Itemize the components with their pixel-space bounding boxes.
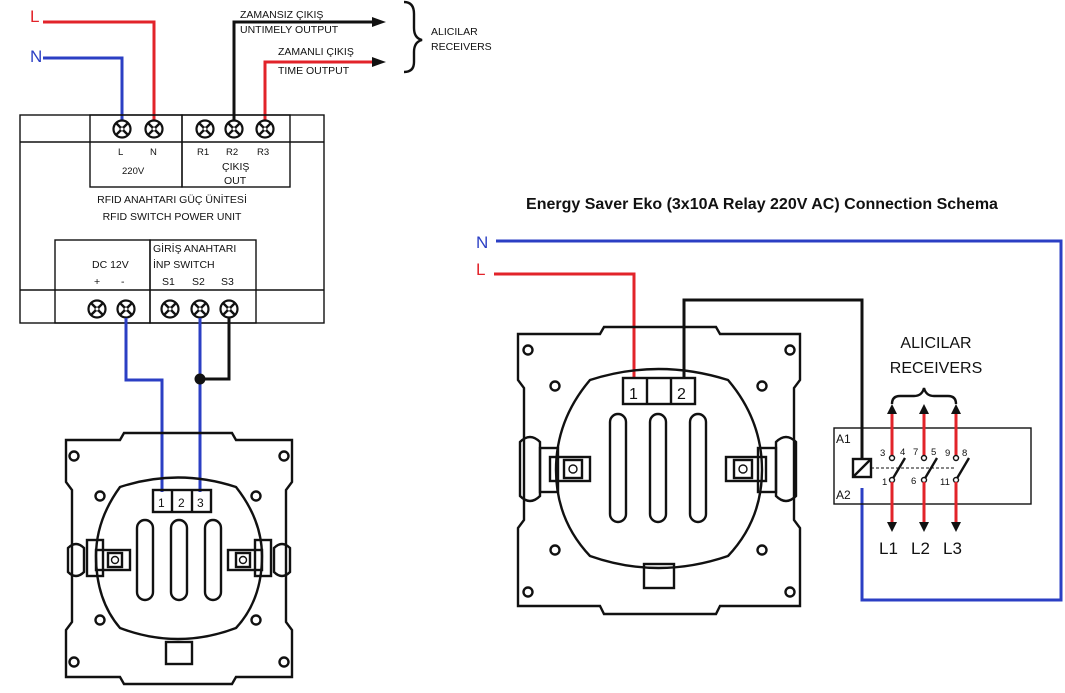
- supply-n-label: N: [30, 47, 42, 66]
- terminal-r2-screw: [224, 119, 244, 139]
- terminal-r1-label: R1: [197, 147, 209, 158]
- untimely-output-en: UNTIMELY OUTPUT: [240, 24, 339, 36]
- contact-8-label: 8: [962, 448, 967, 459]
- output-l1-label: L1: [879, 539, 898, 558]
- terminal-r1-screw: [195, 119, 215, 139]
- unit-name-tr: RFID ANAHTARI GÜÇ ÜNİTESİ: [97, 193, 247, 206]
- relay-a2-label: A2: [836, 488, 851, 502]
- dc-minus-label: -: [121, 276, 125, 288]
- rfid-power-unit: [19, 114, 325, 324]
- terminal-s3-screw: [219, 299, 239, 319]
- terminal-dc-minus-screw: [116, 299, 136, 319]
- terminal-r2-label: R2: [226, 147, 238, 158]
- input-switch-en: İNP SWITCH: [153, 258, 215, 271]
- dc-plus-label: +: [94, 276, 100, 288]
- s3-bridge-wire: [200, 318, 231, 381]
- out-tr-label: ÇIKIŞ: [222, 161, 249, 173]
- left-switch-terminal-1: 1: [158, 496, 165, 510]
- schema-n-label: N: [476, 233, 488, 252]
- schema-receivers-brace: [890, 387, 958, 405]
- output-l2-label: L2: [911, 539, 930, 558]
- arrow-icon: [372, 17, 386, 27]
- terminal-n-screw: [144, 119, 164, 139]
- untimely-output-wire: [232, 20, 372, 124]
- unit-name-en: RFID SWITCH POWER UNIT: [103, 211, 242, 223]
- terminal-r3-label: R3: [257, 147, 269, 158]
- contact-9-label: 9: [945, 448, 950, 459]
- output-l3-label: L3: [943, 539, 962, 558]
- contact-5-label: 5: [931, 447, 936, 458]
- contact-11-label: 11: [940, 477, 950, 488]
- relay-contacts: [887, 404, 971, 532]
- terminal-dc-plus-screw: [87, 299, 107, 319]
- supply-l-label: L: [30, 7, 39, 26]
- receivers-en: RECEIVERS: [431, 41, 492, 53]
- contact-7-label: 7: [913, 447, 918, 458]
- receivers-brace: [403, 0, 423, 74]
- right-switch-terminal-1: 1: [629, 386, 638, 403]
- out-en-label: OUT: [224, 175, 247, 187]
- contact-6-label: 6: [911, 476, 916, 487]
- terminal-l-screw: [112, 119, 132, 139]
- timed-output-en: TIME OUTPUT: [278, 65, 350, 77]
- live-wire: [43, 20, 156, 120]
- right-switch-terminal-2: 2: [677, 386, 686, 403]
- relay-module: [833, 427, 1032, 505]
- schema-live-wire: [494, 272, 636, 378]
- schema-receivers-tr: ALICILAR: [900, 335, 971, 352]
- input-switch-tr: GİRİŞ ANAHTARI: [153, 242, 236, 255]
- left-switch-terminal-3: 3: [197, 496, 204, 510]
- schema-signal-wire: [682, 298, 864, 460]
- terminal-r3-screw: [255, 119, 275, 139]
- terminal-s1-label: S1: [162, 276, 175, 288]
- junction-dot: [194, 373, 206, 385]
- contact-3-label: 3: [880, 448, 885, 459]
- schema-neutral-wire: [496, 239, 1063, 602]
- contact-1-label: 1: [882, 477, 887, 488]
- neutral-wire: [43, 56, 124, 120]
- dc-label: DC 12V: [92, 259, 129, 271]
- timed-output-tr: ZAMANLI ÇIKIŞ: [278, 46, 354, 58]
- left-switch-terminal-2: 2: [178, 496, 185, 510]
- contact-4-label: 4: [900, 447, 905, 458]
- terminal-s3-label: S3: [221, 276, 234, 288]
- untimely-output-tr: ZAMANSIZ ÇIKIŞ: [240, 9, 323, 21]
- right-wall-switch: [516, 325, 802, 616]
- schema-l-label: L: [476, 260, 485, 279]
- terminal-s2-label: S2: [192, 276, 205, 288]
- receivers-tr: ALICILAR: [431, 26, 478, 38]
- timed-output-wire: [263, 60, 372, 124]
- relay-a1-label: A1: [836, 432, 851, 446]
- schema-title: Energy Saver Eko (3x10A Relay 220V AC) C…: [526, 196, 998, 213]
- schema-receivers-en: RECEIVERS: [890, 360, 982, 377]
- arrow-icon: [372, 57, 386, 67]
- terminal-s2-screw: [190, 299, 210, 319]
- dc-minus-wire: [124, 318, 164, 492]
- terminal-n-label: N: [150, 147, 157, 158]
- terminal-l-label: L: [118, 147, 123, 158]
- left-wall-switch: [64, 431, 294, 686]
- voltage-label: 220V: [122, 166, 145, 177]
- terminal-s1-screw: [160, 299, 180, 319]
